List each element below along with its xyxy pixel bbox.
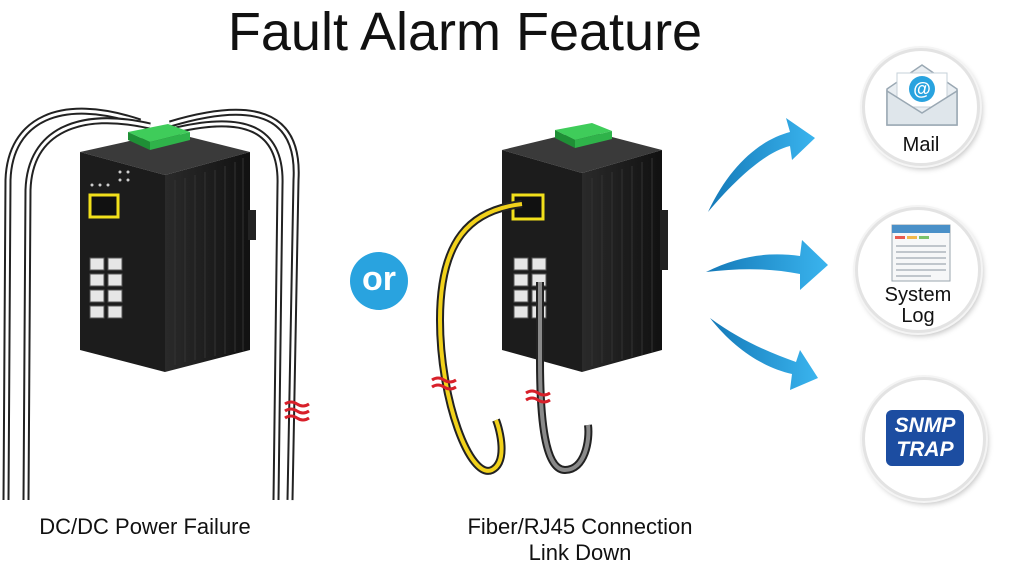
trap-label: TRAP bbox=[896, 438, 954, 461]
rj45-ports-left bbox=[89, 257, 123, 319]
system-log-notification: System Log bbox=[855, 207, 981, 333]
snmp-trap-badge-icon: SNMP TRAP bbox=[886, 410, 964, 466]
middle-caption-line1: Fiber/RJ45 Connection bbox=[467, 514, 693, 539]
mail-envelope-icon: @ bbox=[886, 64, 958, 126]
middle-caption-line2: Link Down bbox=[528, 540, 632, 565]
power-terminal bbox=[128, 124, 190, 142]
snmp-label: SNMP bbox=[894, 414, 956, 437]
system-log-label-line1: System bbox=[884, 284, 952, 306]
switch-left bbox=[2, 107, 310, 501]
cable-break-mark-rj45 bbox=[525, 389, 551, 404]
arrow-to-mail bbox=[708, 118, 815, 212]
arrow-to-log bbox=[706, 240, 828, 290]
cable-break-mark-fiber bbox=[431, 376, 457, 391]
power-terminal-middle bbox=[555, 123, 612, 140]
switch-middle bbox=[431, 123, 668, 475]
mail-notification: @ Mail bbox=[862, 48, 980, 166]
mail-label: Mail bbox=[902, 134, 940, 156]
middle-caption: Fiber/RJ45 Connection Link Down bbox=[430, 514, 730, 566]
system-log-label-line2: Log bbox=[901, 305, 935, 327]
left-caption: DC/DC Power Failure bbox=[39, 514, 251, 539]
svg-text:@: @ bbox=[913, 79, 931, 99]
snmp-trap-notification: SNMP TRAP bbox=[862, 377, 986, 501]
cable-break-mark-left bbox=[284, 400, 310, 422]
system-log-window-icon bbox=[891, 224, 951, 282]
arrow-to-snmp bbox=[710, 318, 818, 390]
diagram-title: Fault Alarm Feature bbox=[227, 2, 703, 62]
system-log-label: System Log bbox=[858, 285, 978, 327]
or-badge: or bbox=[350, 252, 408, 310]
sfp-port-left bbox=[88, 193, 120, 219]
